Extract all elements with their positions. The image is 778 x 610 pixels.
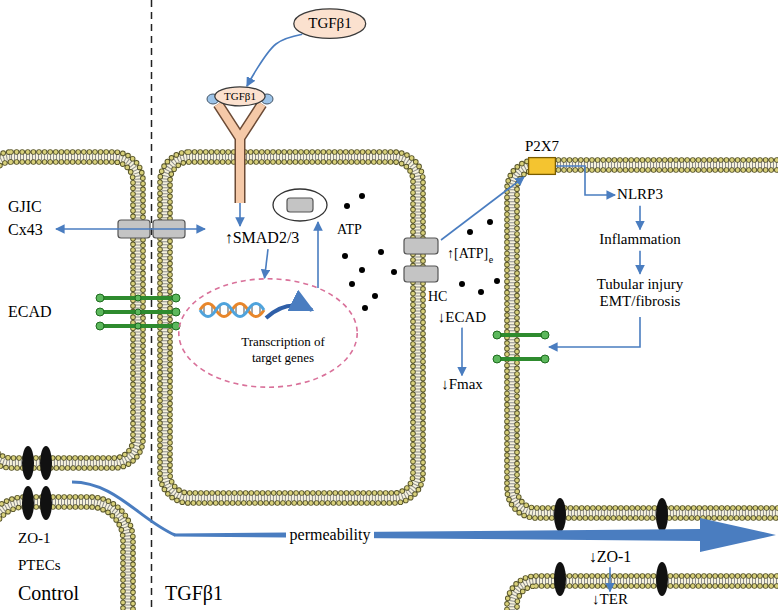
bound-ligand-ellipse: TGFβ1 (214, 86, 266, 107)
protein-label: ZO-1 (18, 530, 51, 547)
pathway-step: Inflammation (597, 229, 683, 250)
pathway-step: Tubular injury EMT/fibrosis (578, 274, 702, 313)
node-text: Transcription of target genes (233, 334, 333, 365)
gap-junction (56, 220, 205, 238)
pathway-arrow (240, 177, 640, 347)
effect-text: ↓TER (590, 591, 630, 608)
cell-membrane (507, 160, 778, 518)
cell-membrane (0, 497, 133, 610)
cell-type-label: PTECs (18, 557, 61, 574)
flow-arrow (461, 328, 463, 376)
subscript-label: e (489, 254, 493, 266)
cell-membrane (507, 576, 778, 610)
flow-arrow (556, 166, 615, 195)
concentration-label: ↑[ATP] (447, 246, 488, 262)
cell-membrane (160, 152, 423, 503)
molecule-label: ATP (337, 222, 362, 238)
junction-label: GJIC (8, 198, 42, 216)
nucleus-ellipse-outline (178, 278, 358, 388)
nucleus-ellipse: Transcription of target genes (178, 278, 358, 388)
tight-junction (22, 446, 668, 596)
p2x7-receptor-shape (529, 158, 556, 175)
tgf-receptor (207, 94, 273, 203)
bound-ligand-ellipse-shape (215, 86, 265, 105)
channel-label: HC (428, 289, 447, 305)
permeability-label: permeability (286, 526, 375, 544)
effect-text: ↓ECAD (436, 308, 488, 327)
node-text: P2X7 (525, 138, 559, 155)
condition-label: TGFβ1 (165, 582, 223, 605)
ligand-ellipse: TGFβ1 (293, 8, 366, 39)
nucleus-ellipse-shape (179, 279, 357, 387)
pathway-step: NLRP3 (615, 184, 665, 205)
node-text: ↓ZO-1 (589, 548, 632, 566)
node-text: ↓TER (592, 591, 628, 608)
dna-helix (200, 304, 312, 319)
p2x7-receptor-outline (528, 157, 556, 175)
node-text: ↓Fmax (441, 376, 483, 393)
flow-arrow (247, 34, 302, 86)
flow-arrow (639, 206, 641, 230)
node-text: TGFβ1 (224, 90, 256, 103)
flow-arrow (265, 249, 268, 278)
atp-molecules (342, 193, 500, 311)
ligand-ellipse-shape (294, 9, 366, 39)
divider-line (151, 0, 153, 610)
effect-text: ↓Fmax (439, 375, 485, 394)
flow-arrow (639, 251, 641, 274)
permeability-arrow (72, 482, 776, 552)
node-text: Tubular injury EMT/fibrosis (580, 276, 700, 311)
flow-arrow (609, 567, 611, 591)
protein-label: ECAD (8, 303, 52, 321)
condition-label: Control (18, 582, 79, 605)
effect-text: ↓ZO-1 (587, 547, 634, 567)
node-text: TGFβ1 (308, 15, 351, 32)
node-text: Inflammation (599, 231, 681, 248)
p2x7-receptor: P2X7 (528, 157, 556, 175)
signal-text: ↑SMAD2/3 (223, 227, 302, 249)
node-text: ↓ECAD (438, 309, 486, 326)
ecad-adhesion (96, 294, 549, 363)
node-text: ↑SMAD2/3 (225, 229, 300, 247)
node-text: NLRP3 (617, 186, 663, 203)
protein-label: Cx43 (8, 221, 43, 239)
